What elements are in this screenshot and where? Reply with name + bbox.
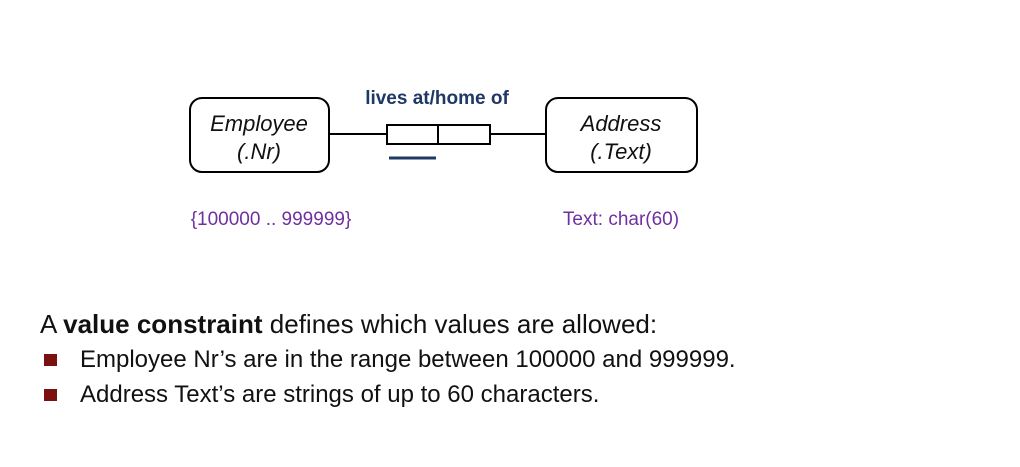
intro-keyword: value constraint (63, 309, 263, 339)
value-constraint-address: Text: char(60) (563, 209, 679, 230)
square-bullet-icon (44, 354, 57, 366)
square-bullet-icon (44, 389, 57, 401)
fact-type-reading: lives at/home of (365, 88, 509, 109)
bullet-item: Address Text’s are strings of up to 60 c… (40, 377, 1000, 412)
entity-address-box (545, 97, 698, 173)
entity-employee-name: Employee (210, 111, 308, 136)
entity-employee[interactable]: Employee (.Nr) (189, 97, 330, 173)
bullet-text: Employee Nr’s are in the range between 1… (80, 346, 736, 373)
entity-employee-box (189, 97, 330, 173)
bullet-item: Employee Nr’s are in the range between 1… (40, 342, 1000, 377)
entity-address-name: Address (579, 111, 662, 136)
entity-employee-refmode: (.Nr) (237, 139, 281, 164)
value-constraint-employee: {100000 .. 999999} (191, 209, 352, 230)
explanation-block: A value constraint defines which values … (40, 306, 1000, 412)
role-box-right[interactable] (437, 124, 491, 145)
entity-address-refmode: (.Text) (590, 139, 652, 164)
orm-diagram: Employee (.Nr) Address (.Text) lives at/… (189, 88, 698, 230)
intro-prefix: A (40, 309, 64, 339)
role-box-left[interactable] (386, 124, 439, 145)
fact-type-lives-at[interactable]: lives at/home of (365, 88, 509, 160)
bullet-text: Address Text’s are strings of up to 60 c… (80, 381, 600, 408)
entity-address[interactable]: Address (.Text) (545, 97, 698, 173)
bullet-list: Employee Nr’s are in the range between 1… (40, 342, 1000, 412)
intro-suffix: defines which values are allowed: (262, 309, 658, 339)
intro-sentence: A value constraint defines which values … (40, 306, 1000, 342)
